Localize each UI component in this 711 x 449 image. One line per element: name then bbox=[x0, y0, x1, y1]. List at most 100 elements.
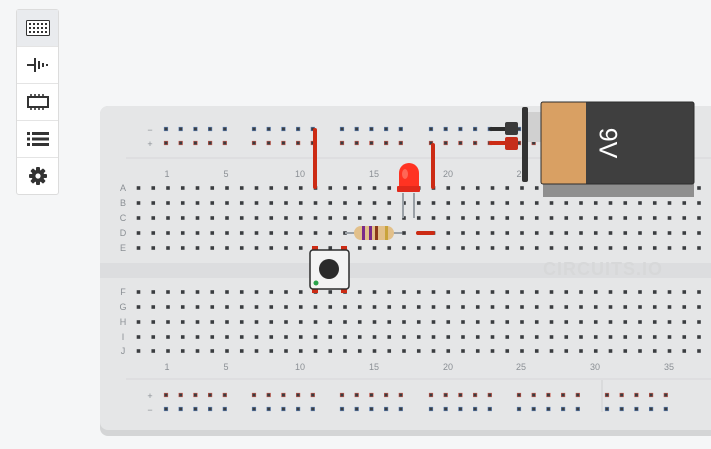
breadboard-hole[interactable] bbox=[638, 246, 642, 250]
breadboard-hole[interactable] bbox=[136, 216, 141, 220]
breadboard-hole[interactable] bbox=[151, 335, 156, 339]
breadboard-hole[interactable] bbox=[667, 216, 672, 220]
breadboard-hole[interactable] bbox=[446, 290, 451, 294]
breadboard-hole[interactable] bbox=[682, 201, 687, 205]
breadboard-hole[interactable] bbox=[443, 140, 448, 146]
breadboard-hole[interactable] bbox=[254, 349, 259, 353]
breadboard-hole[interactable] bbox=[579, 246, 583, 250]
breadboard-hole[interactable] bbox=[239, 320, 244, 324]
breadboard-hole[interactable] bbox=[490, 305, 495, 309]
breadboard-hole[interactable] bbox=[163, 126, 169, 132]
breadboard-hole[interactable] bbox=[520, 290, 524, 294]
breadboard-hole[interactable] bbox=[281, 406, 286, 412]
breadboard-hole[interactable] bbox=[564, 305, 569, 309]
breadboard-hole[interactable] bbox=[608, 216, 613, 220]
breadboard-hole[interactable] bbox=[490, 216, 495, 220]
breadboard-hole[interactable] bbox=[269, 186, 274, 190]
breadboard-hole[interactable] bbox=[593, 320, 598, 324]
breadboard-hole[interactable] bbox=[151, 305, 156, 309]
breadboard-hole[interactable] bbox=[520, 231, 524, 235]
breadboard-hole[interactable] bbox=[266, 140, 271, 146]
breadboard-hole[interactable] bbox=[313, 335, 318, 339]
breadboard-hole[interactable] bbox=[239, 335, 244, 339]
breadboard-hole[interactable] bbox=[623, 216, 628, 220]
breadboard-hole[interactable] bbox=[254, 186, 259, 190]
breadboard-hole[interactable] bbox=[416, 320, 421, 324]
breadboard-hole[interactable] bbox=[151, 349, 156, 353]
breadboard-hole[interactable] bbox=[166, 186, 170, 190]
breadboard-hole[interactable] bbox=[549, 231, 554, 235]
breadboard-hole[interactable] bbox=[339, 126, 345, 132]
breadboard-hole[interactable] bbox=[357, 335, 362, 339]
breadboard-hole[interactable] bbox=[239, 349, 244, 353]
breadboard-hole[interactable] bbox=[210, 335, 215, 339]
breadboard-hole[interactable] bbox=[604, 406, 610, 412]
breadboard-hole[interactable] bbox=[416, 335, 421, 339]
breadboard-hole[interactable] bbox=[251, 406, 257, 412]
breadboard-hole[interactable] bbox=[163, 392, 169, 398]
breadboard-tool[interactable] bbox=[17, 10, 58, 47]
breadboard-hole[interactable] bbox=[549, 335, 554, 339]
breadboard-hole[interactable] bbox=[281, 126, 286, 132]
breadboard-hole[interactable] bbox=[387, 305, 392, 309]
breadboard-hole[interactable] bbox=[254, 335, 259, 339]
breadboard-hole[interactable] bbox=[667, 349, 672, 353]
breadboard-hole[interactable] bbox=[180, 349, 185, 353]
breadboard-hole[interactable] bbox=[446, 335, 451, 339]
breadboard-hole[interactable] bbox=[222, 140, 227, 146]
breadboard-hole[interactable] bbox=[564, 201, 569, 205]
breadboard-hole[interactable] bbox=[208, 406, 213, 412]
breadboard-hole[interactable] bbox=[446, 246, 451, 250]
breadboard-hole[interactable] bbox=[490, 320, 495, 324]
breadboard-hole[interactable] bbox=[328, 186, 333, 190]
breadboard-hole[interactable] bbox=[593, 290, 598, 294]
breadboard-hole[interactable] bbox=[166, 290, 170, 294]
breadboard-hole[interactable] bbox=[369, 406, 374, 412]
breadboard-hole[interactable] bbox=[446, 186, 451, 190]
breadboard-hole[interactable] bbox=[295, 140, 301, 146]
breadboard-hole[interactable] bbox=[461, 201, 465, 205]
breadboard-hole[interactable] bbox=[475, 290, 480, 294]
breadboard-hole[interactable] bbox=[251, 126, 257, 132]
breadboard-hole[interactable] bbox=[652, 216, 657, 220]
breadboard-hole[interactable] bbox=[136, 186, 141, 190]
breadboard-hole[interactable] bbox=[178, 392, 183, 398]
breadboard-hole[interactable] bbox=[461, 246, 465, 250]
breadboard-hole[interactable] bbox=[549, 246, 554, 250]
breadboard-hole[interactable] bbox=[608, 335, 613, 339]
breadboard-hole[interactable] bbox=[284, 349, 288, 353]
breadboard-hole[interactable] bbox=[560, 406, 566, 412]
breadboard-hole[interactable] bbox=[402, 290, 406, 294]
breadboard-hole[interactable] bbox=[136, 349, 141, 353]
breadboard-hole[interactable] bbox=[239, 246, 244, 250]
breadboard-hole[interactable] bbox=[623, 335, 628, 339]
resistor[interactable] bbox=[345, 226, 402, 240]
breadboard-hole[interactable] bbox=[575, 392, 580, 398]
breadboard-hole[interactable] bbox=[372, 349, 377, 353]
breadboard-hole[interactable] bbox=[472, 140, 478, 146]
breadboard-hole[interactable] bbox=[398, 406, 403, 412]
breadboard-hole[interactable] bbox=[357, 201, 362, 205]
breadboard-hole[interactable] bbox=[354, 406, 359, 412]
breadboard-hole[interactable] bbox=[619, 406, 624, 412]
breadboard-hole[interactable] bbox=[652, 231, 657, 235]
breadboard-hole[interactable] bbox=[443, 126, 448, 132]
breadboard-hole[interactable] bbox=[387, 201, 392, 205]
breadboard-hole[interactable] bbox=[180, 335, 185, 339]
breadboard-hole[interactable] bbox=[254, 290, 259, 294]
breadboard-hole[interactable] bbox=[284, 186, 288, 190]
breadboard-hole[interactable] bbox=[178, 140, 183, 146]
breadboard-hole[interactable] bbox=[372, 290, 377, 294]
breadboard-hole[interactable] bbox=[579, 201, 583, 205]
breadboard-hole[interactable] bbox=[623, 231, 628, 235]
breadboard-hole[interactable] bbox=[357, 216, 362, 220]
breadboard-hole[interactable] bbox=[343, 305, 347, 309]
breadboard-hole[interactable] bbox=[402, 320, 406, 324]
breadboard-hole[interactable] bbox=[461, 216, 465, 220]
breadboard-hole[interactable] bbox=[697, 335, 701, 339]
settings-tool[interactable] bbox=[17, 158, 58, 194]
breadboard-hole[interactable] bbox=[623, 349, 628, 353]
breadboard-hole[interactable] bbox=[195, 335, 200, 339]
breadboard-hole[interactable] bbox=[505, 231, 510, 235]
breadboard-hole[interactable] bbox=[225, 201, 229, 205]
